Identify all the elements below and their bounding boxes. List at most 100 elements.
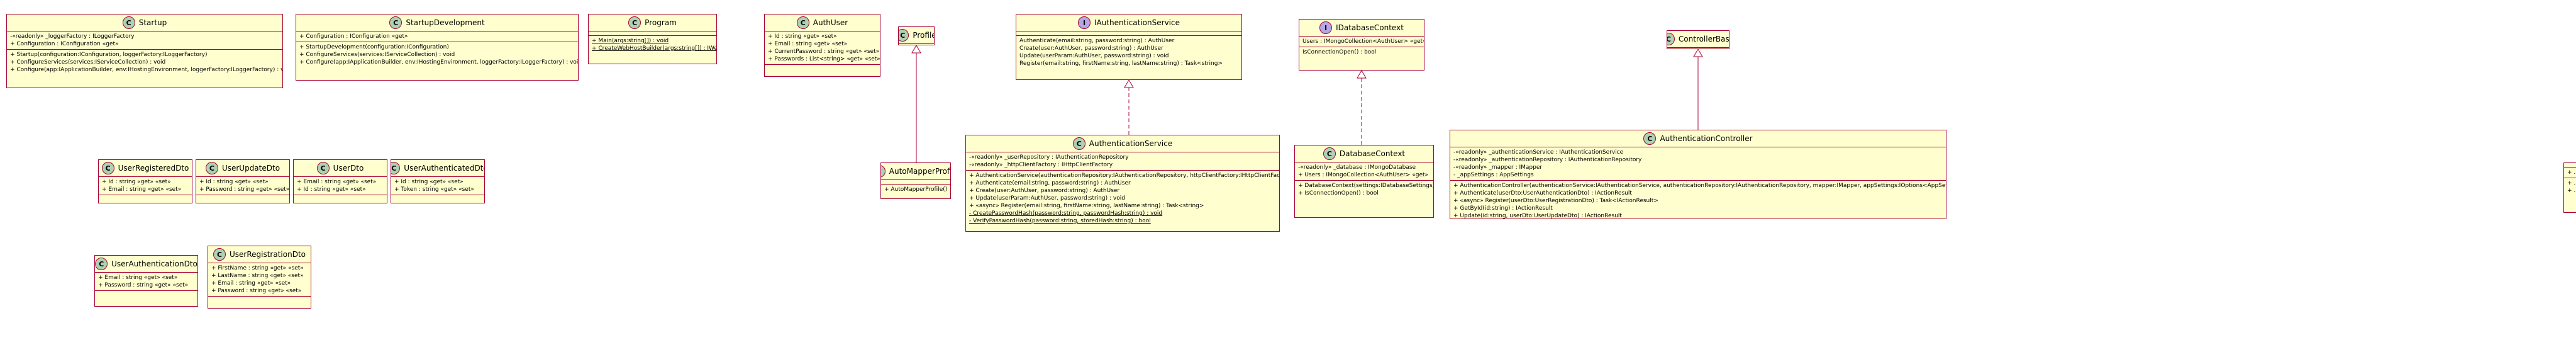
class-name: IAuthenticationService xyxy=(1094,18,1180,27)
method-row: + Authenticate(email:string, password:st… xyxy=(969,180,1131,186)
method-row: Update(userParam:AuthUser, password:stri… xyxy=(1019,53,1169,59)
field-row: + FirstName : string «get» «set» xyxy=(211,265,304,271)
method-row: + Update(userParam:AuthUser, password:st… xyxy=(969,195,1125,202)
methods-section: Authenticate(email:string, password:stri… xyxy=(1016,36,1241,69)
class-icon: C xyxy=(796,16,809,29)
methods-section xyxy=(391,195,484,200)
class-name: Startup xyxy=(138,18,167,27)
method-row: + IsConnectionOpen() : bool xyxy=(1298,190,1379,196)
class-header: C AuthUser xyxy=(765,14,880,31)
class-box-partial[interactable]: + ...+ ...+ ... xyxy=(2563,162,2576,213)
methods-section xyxy=(294,195,387,200)
field-row: -«readonly» _userRepository : IAuthentic… xyxy=(969,154,1129,161)
method-row: Authenticate(email:string, password:stri… xyxy=(1019,38,1175,44)
methods-section: + AutoMapperProfile() xyxy=(881,185,950,195)
field-row: + Email : string «get» «set» xyxy=(297,179,377,185)
fields-section: -«readonly» _loggerFactory : ILoggerFact… xyxy=(7,31,282,50)
field-row: -«readonly» _httpClientFactory : IHttpCl… xyxy=(969,162,1113,168)
method-row: + Startup(configuration:IConfiguration, … xyxy=(10,52,208,58)
field-row: + Id : string «get» «set» xyxy=(394,179,464,185)
field-row: + LastName : string «get» «set» xyxy=(211,273,304,279)
class-icon: C xyxy=(1072,137,1085,150)
fields-section: + Email : string «get» «set»+ Id : strin… xyxy=(294,177,387,195)
methods-section: + StartupDevelopment(configuration:IConf… xyxy=(296,42,578,67)
class-box-controllerbase[interactable]: CControllerBase xyxy=(1667,30,1729,49)
class-name: UserUpdateDto xyxy=(221,164,280,173)
method-row: + ConfigureServices(services:IServiceCol… xyxy=(299,52,455,58)
fields-section: + Email : string «get» «set»+ Password :… xyxy=(95,273,197,291)
fields-section: + Id : string «get» «set»+ Email : strin… xyxy=(765,31,880,65)
class-name: AuthUser xyxy=(813,18,848,27)
arrow-head xyxy=(911,45,921,54)
methods-section: + DatabaseContext(settings:IDatabaseSett… xyxy=(1295,181,1433,198)
arrow-head xyxy=(1124,79,1134,88)
method-row: + Create(user:AuthUser, password:string)… xyxy=(969,188,1120,194)
method-row: + Configure(app:IApplicationBuilder, env… xyxy=(299,59,579,65)
method-row: + Authenticate(userDto:UserAuthenticatio… xyxy=(1453,190,1632,196)
fields-section xyxy=(589,31,716,36)
field-row: + Email : string «get» «set» xyxy=(98,275,178,281)
fields-section: + ... xyxy=(2564,168,2576,178)
class-icon: C xyxy=(899,29,909,42)
methods-section: + ...+ ... xyxy=(2564,178,2576,196)
method-row: + Configure(app:IApplicationBuilder, env… xyxy=(10,67,283,73)
field-row: + Id : string «get» «set» xyxy=(102,179,171,185)
class-name: AuthenticationController xyxy=(1660,134,1753,143)
field-row: + Email : string «get» «set» xyxy=(211,280,291,287)
class-icon: C xyxy=(881,165,886,178)
field-row: -«readonly» _loggerFactory : ILoggerFact… xyxy=(10,33,135,40)
method-row: + AutoMapperProfile() xyxy=(884,186,948,193)
edge-automapperprofile-to-profile xyxy=(911,45,921,162)
class-name: ControllerBase xyxy=(1678,35,1729,43)
method-row: + AuthenticationService(authenticationRe… xyxy=(969,173,1280,179)
class-icon: C xyxy=(95,258,108,270)
methods-section: + AuthenticationService(authenticationRe… xyxy=(966,171,1279,226)
fields-section: + Id : string «get» «set»+ Email : strin… xyxy=(99,177,192,195)
method-row: + GetById(id:string) : IActionResult xyxy=(1453,205,1553,212)
methods-section: + AuthenticationController(authenticatio… xyxy=(1450,181,1946,219)
class-box-automapperprofile[interactable]: CAutoMapperProfile+ AutoMapperProfile() xyxy=(880,162,951,199)
method-row: + «async» Register(userDto:UserRegistrat… xyxy=(1453,198,1658,204)
class-box-authuser[interactable]: C AuthUser + Id : string «get» «set»+ Emai… xyxy=(764,14,880,77)
class-icon: C xyxy=(122,16,135,29)
field-row: + Id : string «get» «set» xyxy=(297,186,366,193)
arrow-head xyxy=(1357,70,1367,79)
interface-icon: I xyxy=(1078,16,1091,29)
class-icon: C xyxy=(1667,33,1675,45)
method-row: + StartupDevelopment(configuration:IConf… xyxy=(299,44,449,50)
method-row: + DatabaseContext(settings:IDatabaseSett… xyxy=(1298,183,1434,189)
class-name: StartupDevelopment xyxy=(406,18,485,27)
class-name: UserRegisteredDto xyxy=(118,164,189,173)
class-box-authenticationservice[interactable]: C AuthenticationService -«readonly» _userR… xyxy=(965,135,1280,232)
field-row: -«readonly» _database : IMongoDatabase xyxy=(1298,164,1416,171)
class-name: UserDto xyxy=(333,164,364,173)
field-row: -«readonly» _authenticationService : IAu… xyxy=(1453,149,1624,156)
class-name: AuthenticationService xyxy=(1089,139,1173,148)
fields-section: + FirstName : string «get» «set» + LastNa… xyxy=(208,263,311,297)
field-row: + Email : string «get» «set» xyxy=(768,41,848,47)
method-row: + CreateWebHostBuilder(args:string[]) : … xyxy=(592,45,717,52)
field-row: Users : IMongoCollection<AuthUser> «get» xyxy=(1302,38,1424,45)
class-header: CControllerBase xyxy=(1667,31,1729,48)
